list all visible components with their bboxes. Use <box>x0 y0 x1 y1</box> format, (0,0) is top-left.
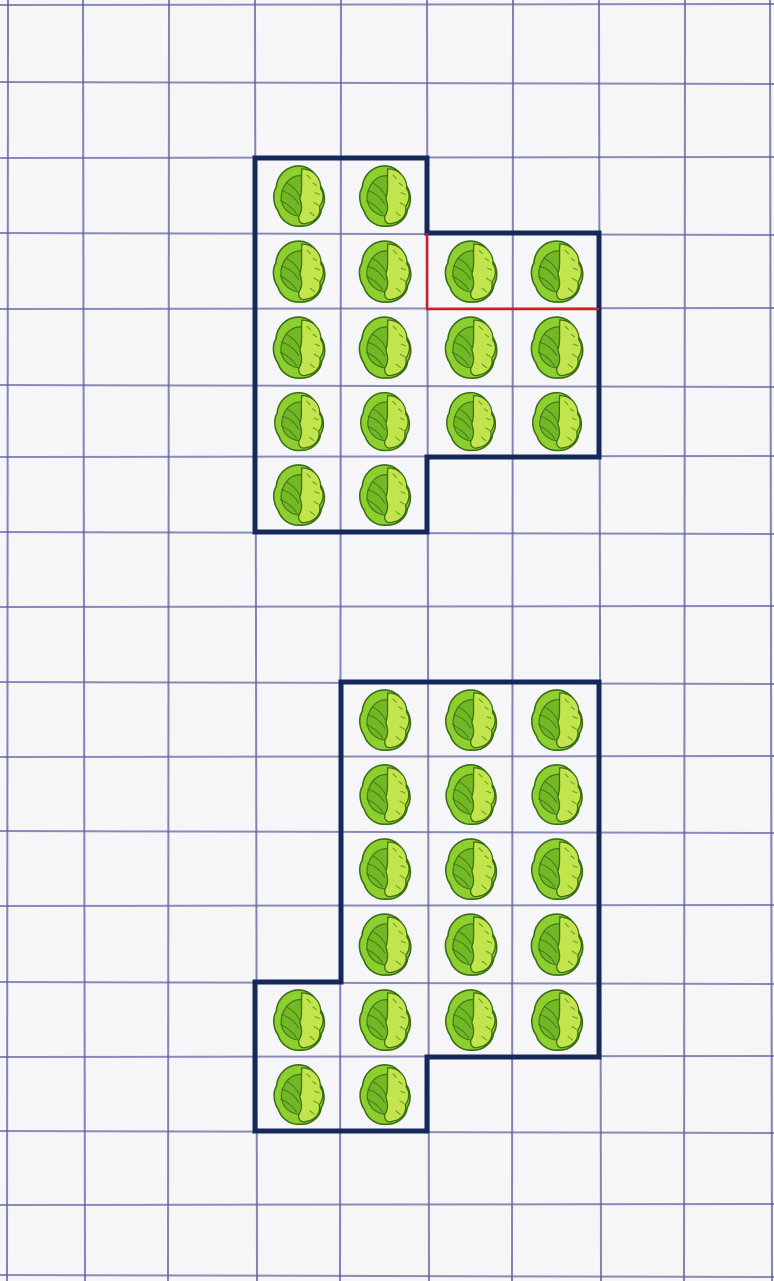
grid-horizontal-line <box>0 456 774 457</box>
grid-vertical-line <box>168 0 169 1281</box>
grid-vertical-line <box>512 0 513 1281</box>
grid-vertical-line <box>7 0 8 1281</box>
grid-horizontal-line <box>0 4 774 5</box>
grid-horizontal-line <box>0 1204 774 1205</box>
grid-horizontal-line <box>0 756 774 757</box>
grid-horizontal-line <box>0 905 774 906</box>
grid-horizontal-line <box>0 1056 774 1057</box>
grid-horizontal-line <box>0 308 774 309</box>
grid-vertical-line <box>340 0 341 1281</box>
grid-horizontal-line <box>0 606 774 607</box>
grid-vertical-line <box>684 0 685 1281</box>
